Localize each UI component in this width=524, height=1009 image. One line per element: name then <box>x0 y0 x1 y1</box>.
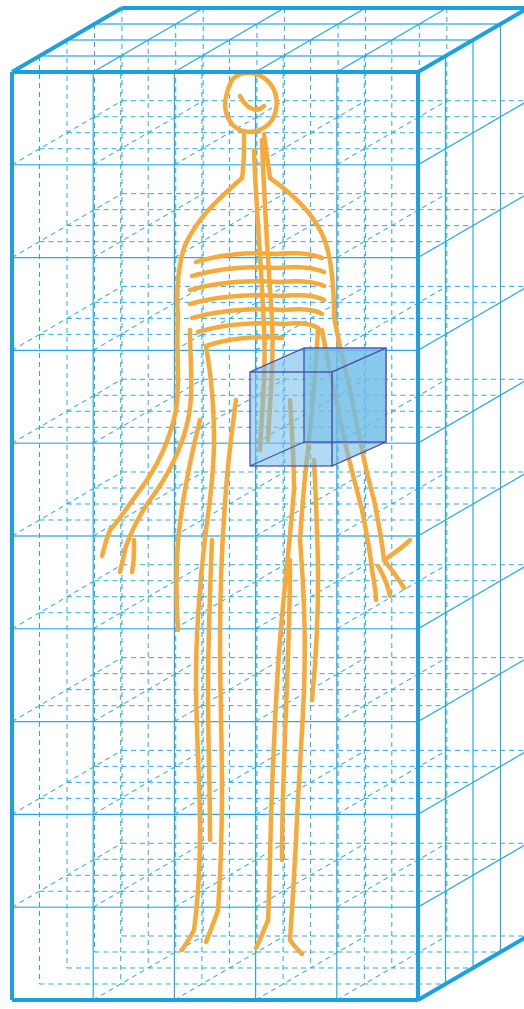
rib-6 <box>198 323 318 332</box>
torso-left <box>206 346 214 530</box>
head-outline <box>225 73 276 132</box>
right-hand-3 <box>372 570 376 600</box>
right-face-line <box>418 286 524 350</box>
highlight-voxel-cube <box>250 348 386 466</box>
left-foot-1 <box>182 930 194 950</box>
left-leg-outer <box>194 530 206 930</box>
right-face-line <box>418 101 524 165</box>
left-foot-2 <box>206 910 218 942</box>
right-hand-2 <box>378 566 390 596</box>
right-foot-2 <box>256 920 268 948</box>
right-face-line <box>418 565 524 629</box>
right-face-line <box>418 472 524 536</box>
pelvis-left <box>226 400 236 490</box>
right-flank <box>312 460 318 700</box>
left-hand-2 <box>132 540 134 572</box>
neck-left <box>242 134 244 178</box>
right-face-line <box>418 658 524 722</box>
right-hand-4 <box>384 540 410 560</box>
right-face-line <box>418 379 524 443</box>
cube-front-face <box>250 372 332 466</box>
left-hand-1 <box>120 546 126 572</box>
head-nerve <box>240 96 264 110</box>
left-hand-3 <box>102 530 110 556</box>
right-face-line <box>418 843 524 907</box>
right-face-line <box>418 194 524 258</box>
box-edge <box>418 936 524 1000</box>
rib-2 <box>192 267 324 276</box>
right-face-line <box>418 750 524 814</box>
left-leg-inner <box>218 490 226 910</box>
